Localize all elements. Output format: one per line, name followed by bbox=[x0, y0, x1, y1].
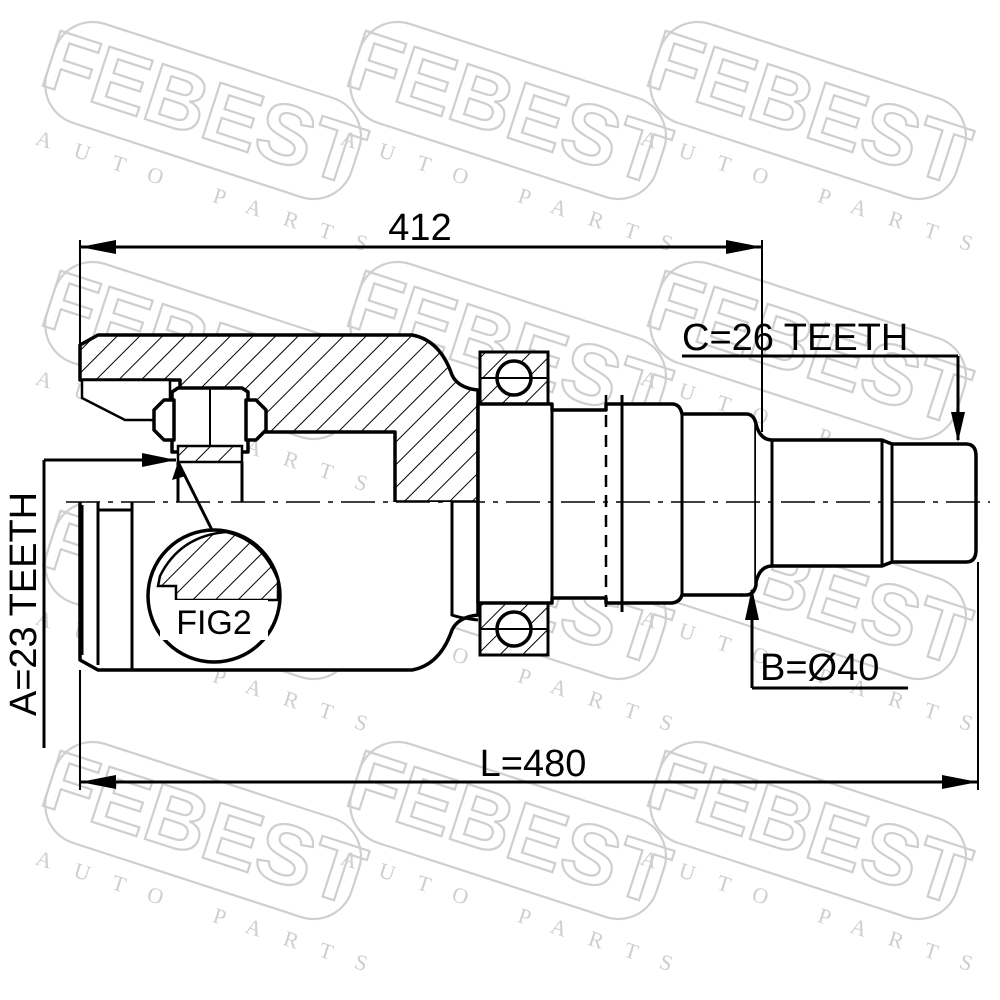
spline-neck bbox=[754, 423, 978, 583]
dim-l-label: L=480 bbox=[480, 743, 587, 785]
shaft-bearing bbox=[478, 350, 550, 657]
dimension-spline-c: C=26 TEETH bbox=[682, 317, 965, 442]
dimension-diameter-b: B=Ø40 bbox=[745, 588, 908, 690]
fig2-detail-section bbox=[156, 530, 280, 602]
spline-shaft bbox=[754, 423, 978, 583]
svg-text:FEBEST: FEBEST bbox=[637, 12, 981, 204]
dim-a-label: A=23 TEETH bbox=[3, 492, 45, 716]
dim-412-arrow-right bbox=[726, 240, 762, 254]
dim-412-arrow-left bbox=[80, 240, 116, 254]
housing-end-groove bbox=[96, 502, 134, 670]
fig2-leader-arrowhead bbox=[172, 462, 186, 480]
svg-text:FEBEST: FEBEST bbox=[337, 12, 681, 204]
dim-412-label: 412 bbox=[388, 207, 451, 249]
housing-neck bbox=[450, 502, 479, 622]
dimension-spline-a: A=23 TEETH bbox=[3, 453, 176, 748]
fig2-label: FIG2 bbox=[176, 604, 252, 642]
dim-c-label: C=26 TEETH bbox=[682, 317, 908, 359]
roller-needle-bearing bbox=[176, 444, 244, 464]
watermark-logo: FEBEST AUTO PARTS bbox=[636, 731, 999, 984]
dimension-length: L=480 bbox=[79, 562, 979, 790]
fig2-label-bg bbox=[160, 600, 268, 640]
svg-text:FEBEST: FEBEST bbox=[32, 12, 376, 204]
fig2-detail: FIG2 bbox=[146, 461, 282, 664]
shaft-body bbox=[476, 402, 758, 605]
housing-inner-cavity bbox=[80, 378, 172, 422]
watermark-logo: FEBEST AUTO PARTS bbox=[636, 11, 999, 264]
dim-c-arrowhead bbox=[951, 412, 965, 442]
roller-flange-left bbox=[152, 398, 176, 442]
tripod-roller bbox=[152, 386, 268, 502]
dim-l-arrow-left bbox=[80, 775, 116, 789]
dimension-412: 412 bbox=[79, 207, 763, 432]
roller-flange-right bbox=[244, 398, 268, 442]
intermediate-shaft bbox=[476, 395, 758, 612]
dim-a-arrowhead bbox=[142, 453, 176, 467]
dim-b-label: B=Ø40 bbox=[760, 647, 879, 689]
svg-text:FEBEST: FEBEST bbox=[637, 732, 981, 924]
dim-b-arrowhead bbox=[745, 588, 759, 620]
dim-l-arrow-right bbox=[942, 775, 978, 789]
svg-text:FEBEST: FEBEST bbox=[32, 732, 376, 924]
